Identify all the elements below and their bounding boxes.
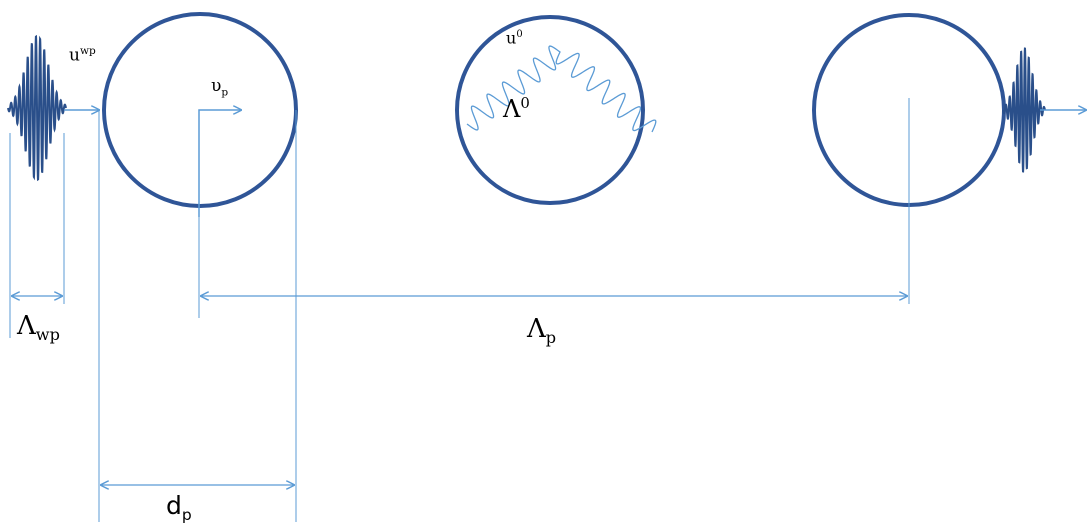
label-lambda-p: Λp [527, 314, 557, 348]
label-u0: u0 [506, 28, 523, 48]
wave-packet-right [1002, 47, 1046, 173]
particle-circle-2 [455, 15, 645, 205]
label-d-p: dp [166, 491, 192, 524]
wave-packet-left [7, 34, 67, 182]
arrow-v-p [198, 110, 241, 217]
label-v-p: υp [211, 76, 229, 99]
internal-wave [466, 45, 657, 133]
label-u-wp: uwp [69, 45, 96, 66]
label-lambda-wp: Λwp [17, 311, 60, 345]
label-lambda0: Λ0 [503, 94, 530, 123]
